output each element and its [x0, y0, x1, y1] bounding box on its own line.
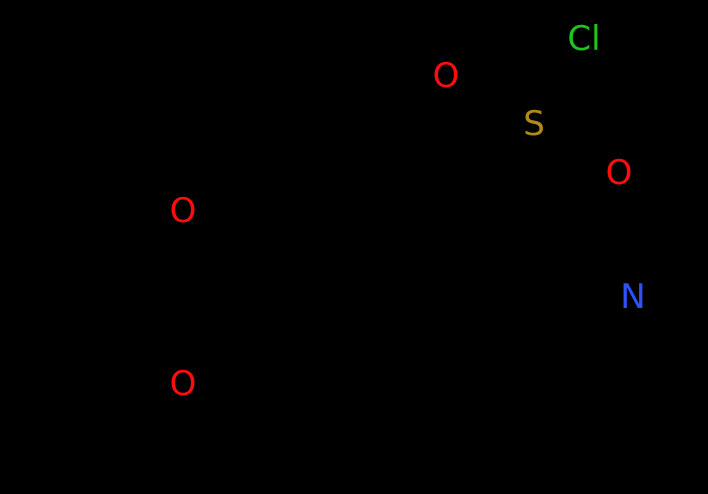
- atom-oxygen-sulfonyl-1: O: [432, 56, 460, 96]
- atom-chlorine: Cl: [567, 19, 601, 59]
- atom-oxygen-dioxole-1: O: [169, 191, 197, 231]
- atom-nitrogen: N: [620, 277, 646, 317]
- atom-sulfur: S: [523, 104, 545, 144]
- atom-oxygen-sulfonyl-2: O: [605, 153, 633, 193]
- atom-oxygen-dioxole-2: O: [169, 364, 197, 404]
